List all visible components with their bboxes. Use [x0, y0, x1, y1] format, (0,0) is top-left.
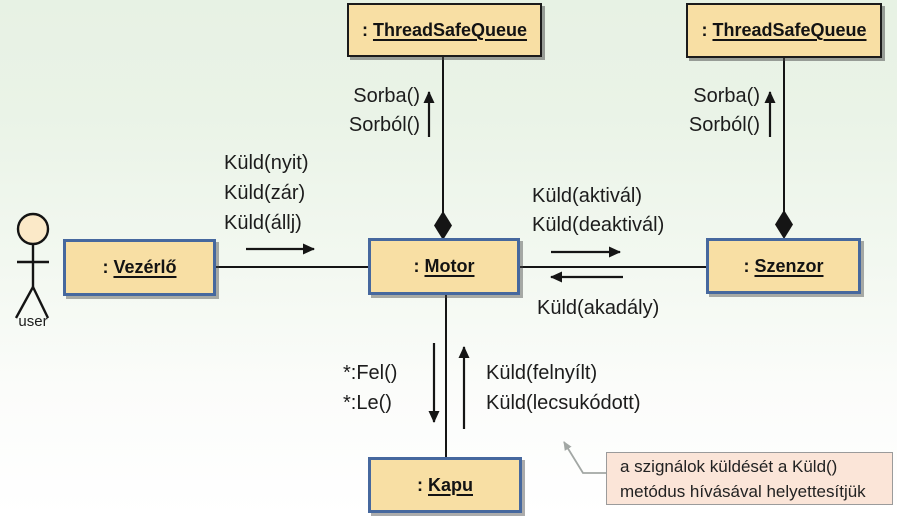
message-queue-left: Sorba() Sorból() — [310, 82, 420, 140]
object-label: : Kapu — [417, 474, 473, 495]
message-line: Küld(zár) — [224, 182, 306, 204]
object-threadsafequeue-left: : ThreadSafeQueue — [347, 3, 542, 57]
message-line: Küld(aktivál) — [532, 185, 643, 207]
object-motor: : Motor — [368, 238, 520, 295]
message-vezerlo-to-motor: Küld(nyit) Küld(zár) Küld(állj) — [224, 148, 308, 238]
message-line: Sorba() — [353, 85, 420, 107]
actor-head — [16, 212, 50, 246]
object-kapu: : Kapu — [368, 457, 522, 513]
message-kapu-to-motor: Küld(felnyílt) Küld(lecsukódott) — [486, 358, 641, 418]
object-vezerlo: : Vezérlő — [63, 239, 216, 296]
actor-name-label: user — [18, 313, 48, 330]
object-label: : Szenzor — [743, 255, 824, 276]
composition-diamond-motor — [434, 211, 452, 240]
message-line: Sorból() — [348, 114, 420, 136]
message-line: Sorba() — [693, 85, 760, 107]
composition-diamond-szenzor — [775, 210, 793, 239]
note-line: metódus hívásával helyettesítjük — [620, 482, 866, 501]
note-line: a szignálok küldését a Küld() — [620, 457, 838, 476]
message-line: Küld(nyit) — [224, 152, 309, 174]
message-line: Küld(akadály) — [537, 297, 660, 319]
object-label: : Vezérlő — [102, 257, 177, 277]
message-line: Küld(lecsukódott) — [486, 392, 641, 414]
message-line: *:Fel() — [343, 362, 398, 384]
message-line: *:Le() — [343, 392, 392, 414]
actor-leg-left — [14, 286, 35, 319]
note-box: a szignálok küldését a Küld() metódus hí… — [606, 452, 893, 505]
object-threadsafequeue-right: : ThreadSafeQueue — [686, 3, 882, 58]
message-motor-to-szenzor: Küld(aktivál) Küld(deaktivál) — [532, 182, 664, 240]
message-szenzor-to-motor: Küld(akadály) — [537, 294, 659, 323]
message-line: Küld(deaktivál) — [532, 214, 665, 236]
object-label: : ThreadSafeQueue — [361, 19, 528, 40]
message-queue-right: Sorba() Sorból() — [650, 82, 760, 140]
message-line: Sorból() — [688, 114, 760, 136]
user-actor-figure — [14, 212, 50, 319]
note-leader-line — [563, 441, 606, 474]
object-szenzor: : Szenzor — [706, 238, 861, 294]
message-line: Küld(felnyílt) — [486, 362, 598, 384]
object-label: : ThreadSafeQueue — [701, 20, 867, 40]
message-line: Küld(állj) — [224, 212, 302, 234]
actor-leg-right — [31, 286, 50, 319]
object-label: : Motor — [413, 256, 475, 276]
message-motor-to-kapu: *:Fel() *:Le() — [343, 358, 397, 418]
